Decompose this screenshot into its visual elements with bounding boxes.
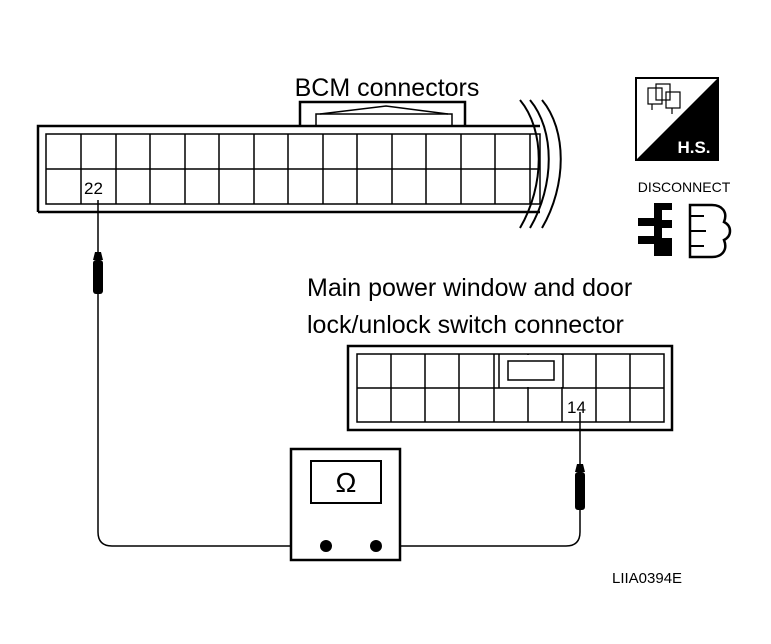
lead-right <box>376 510 581 547</box>
ohmmeter-terminal-left <box>320 540 332 552</box>
disconnect-label: DISCONNECT <box>638 179 731 195</box>
disconnect-socket-right <box>688 203 732 259</box>
switch-title-line1: Main power window and door <box>307 274 632 302</box>
switch-cavity-grid <box>390 354 631 422</box>
plug-left-slot-1 <box>662 210 672 220</box>
switch-title-line2: lock/unlock switch connector <box>307 311 624 339</box>
switch-keyway <box>507 360 555 381</box>
probe-left-collar <box>93 252 103 260</box>
bcm-body-outline <box>36 124 540 212</box>
lead-left <box>97 294 326 547</box>
switch-pin-14-label: 14 <box>567 398 586 417</box>
bcm-pin-22-label: 22 <box>84 179 103 198</box>
bcm-cavity-grid <box>80 134 531 204</box>
ohm-symbol: Ω <box>336 467 357 498</box>
probe-right <box>575 412 585 510</box>
ohmmeter-body <box>289 447 402 562</box>
bcm-connector: BCM connectors 22 <box>36 74 562 229</box>
switch-body-outline <box>346 344 674 432</box>
bcm-title: BCM connectors <box>295 74 480 102</box>
disconnect-icon: DISCONNECT <box>638 179 732 259</box>
bcm-latch-peak <box>319 105 449 115</box>
probe-right-handle <box>575 472 585 510</box>
figure-code: LIIA0394E <box>612 570 682 587</box>
hs-label: H.S. <box>677 138 710 157</box>
bcm-break-line-3 <box>541 99 562 229</box>
hs-icon-dark-half <box>636 78 718 160</box>
probe-left-handle <box>93 260 103 294</box>
bcm-break-line-2 <box>529 99 550 229</box>
probe-right-collar <box>575 464 585 472</box>
switch-connector: Main power window and door lock/unlock s… <box>307 274 674 432</box>
plug-left-slot-2 <box>662 228 672 238</box>
bcm-latch-inner <box>315 113 453 126</box>
bcm-break-line-1 <box>519 99 540 229</box>
connector-sketch-icon <box>647 83 681 114</box>
ohmmeter-terminal-right <box>370 540 382 552</box>
ohmmeter-display <box>310 460 382 504</box>
harness-side-icon: H.S. <box>635 77 719 161</box>
probe-left <box>93 200 103 294</box>
ohmmeter: Ω <box>289 447 402 562</box>
socket-right-pins <box>690 215 706 247</box>
